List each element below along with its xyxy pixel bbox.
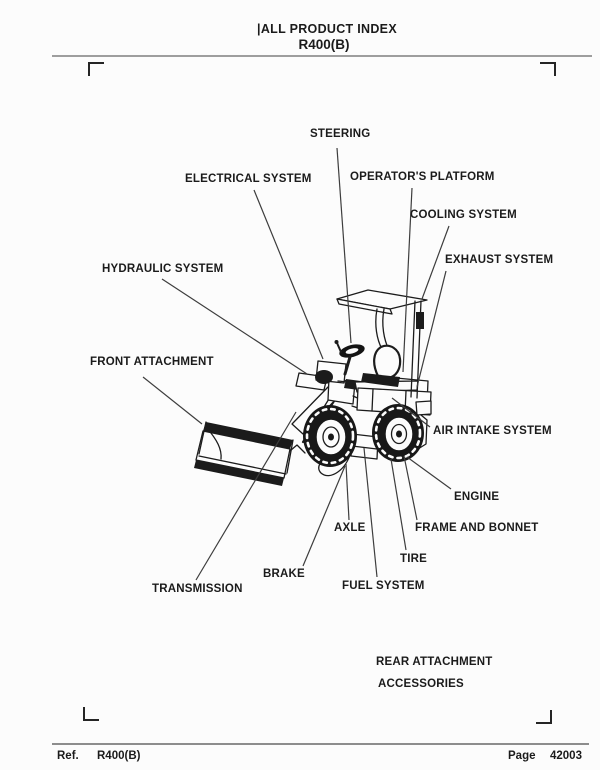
label-engine: ENGINE	[454, 491, 500, 503]
label-tire: TIRE	[400, 553, 427, 565]
leader-fuel-system	[363, 447, 378, 578]
page-title: |ALL PRODUCT INDEX	[257, 22, 397, 36]
header-rule	[52, 55, 592, 57]
label-front-attachment: FRONT ATTACHMENT	[90, 356, 214, 368]
leader-steering	[336, 147, 352, 344]
leader-cooling-system	[421, 225, 450, 300]
label-axle: AXLE	[334, 522, 366, 534]
rear-wheel	[372, 404, 424, 462]
label-fuel-system: FUEL SYSTEM	[342, 580, 425, 592]
crop-mark-top-right	[540, 62, 556, 76]
leader-lines	[142, 147, 452, 581]
label-steering: STEERING	[310, 128, 371, 140]
leader-brake	[302, 465, 346, 567]
leader-hydraulic-system	[161, 278, 308, 375]
leader-tire	[390, 458, 407, 551]
leader-exhaust-system	[416, 270, 447, 388]
label-cooling-system: COOLING SYSTEM	[410, 209, 517, 221]
footer-page-label: Page	[508, 750, 536, 762]
label-electrical-system: ELECTRICAL SYSTEM	[185, 173, 312, 185]
leader-engine	[406, 456, 452, 490]
crop-mark-top-left	[88, 62, 104, 76]
label-transmission: TRANSMISSION	[152, 583, 243, 595]
label-air-intake-system: AIR INTAKE SYSTEM	[433, 425, 552, 437]
leader-axle	[345, 463, 350, 521]
label-rear-attachment: REAR ATTACHMENT	[376, 656, 493, 668]
leader-electrical-system	[253, 189, 324, 360]
crop-mark-bottom-right	[536, 710, 552, 724]
footer-page-value: 42003	[550, 750, 582, 762]
crop-mark-bottom-left	[83, 707, 99, 721]
label-operators-platform: OPERATOR'S PLATFORM	[350, 171, 495, 183]
label-brake: BRAKE	[263, 568, 305, 580]
loader-illustration	[194, 289, 432, 486]
footer-rule	[52, 743, 589, 745]
label-exhaust-system: EXHAUST SYSTEM	[445, 254, 554, 266]
leader-front-attachment	[142, 376, 203, 425]
leader-transmission	[195, 411, 297, 581]
label-frame-and-bonnet: FRAME AND BONNET	[415, 522, 539, 534]
footer-ref-value: R400(B)	[97, 750, 141, 762]
leader-operators-platform	[402, 187, 413, 373]
leader-air-intake-system	[391, 397, 431, 428]
label-accessories: ACCESSORIES	[378, 678, 464, 690]
front-wheel	[303, 405, 357, 467]
leader-frame-and-bonnet	[403, 455, 418, 521]
model-title: R400(B)	[298, 37, 350, 52]
footer-ref-label: Ref.	[57, 750, 79, 762]
label-hydraulic-system: HYDRAULIC SYSTEM	[102, 263, 224, 275]
